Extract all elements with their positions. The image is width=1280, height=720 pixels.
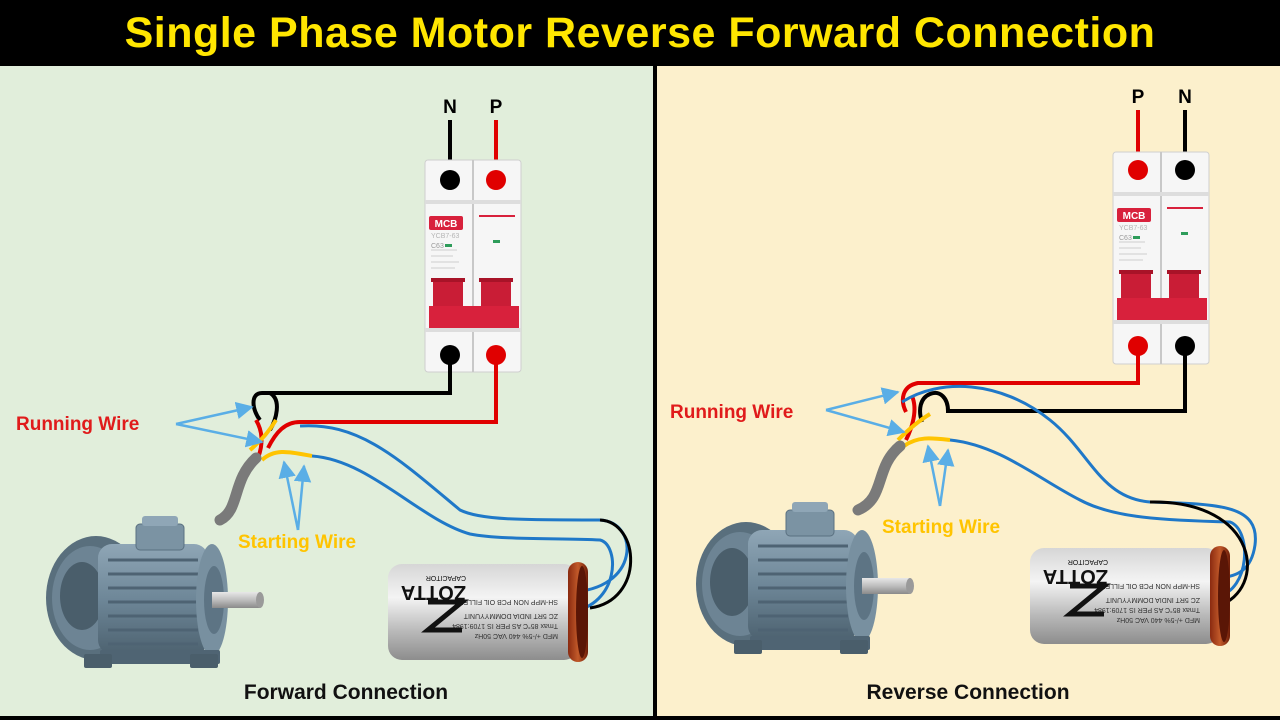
zotta-logo-icon: [1063, 583, 1111, 617]
capacitor-spec-3: ZC 5RT INDIA DOMMYYUNIT: [463, 612, 558, 619]
capacitor-brand: ZOTTA: [1043, 565, 1108, 587]
terminal-bottom-neutral: [1175, 336, 1195, 356]
running-arrow-1: [175, 401, 254, 426]
terminal-bottom-phase: [1128, 336, 1148, 356]
starting-wire-label: Starting Wire: [238, 532, 356, 553]
terminal-top-phase: [1128, 160, 1148, 180]
terminal-label-n: N: [1178, 87, 1192, 108]
capacitor-wire-2: [949, 438, 1247, 598]
neutral-wire: [918, 351, 1187, 423]
mcb-model: YCB7-63: [431, 233, 460, 240]
starting-arrow-1: [922, 444, 942, 507]
running-wire-label: Running Wire: [670, 402, 793, 423]
panel-divider: [653, 66, 657, 720]
motor-cable: [852, 440, 906, 516]
terminal-label-p: P: [490, 97, 503, 118]
capacitor-spec-4: SH-MPP NON PCB OIL FILLED: [1100, 582, 1200, 589]
starting-arrow-2: [937, 448, 955, 507]
capacitor-spec-2: Tmax 85°C AS PER IS 1709:1984: [1094, 606, 1200, 614]
terminal-label-n: N: [443, 97, 457, 118]
zotta-logo-icon: [421, 599, 469, 633]
capacitor-wire-1: [299, 424, 629, 594]
capacitor-subtitle: CAPACITOR: [426, 574, 466, 581]
running-arrow-2: [175, 422, 264, 448]
neutral-wire: [251, 360, 452, 422]
capacitor-spec-2: Tmax 85°C AS PER IS 1709:1984: [452, 622, 558, 630]
mcb-breaker: MCB YCB7-63 C63: [1112, 151, 1210, 365]
capacitor-spec-3: ZC 5RT INDIA DOMMYYUNIT: [1105, 596, 1200, 603]
mcb-breaker: MCB YCB7-63 C63: [424, 159, 522, 373]
mcb-badge: MCB: [435, 219, 458, 230]
starting-wire-label: Starting Wire: [882, 517, 1000, 538]
capacitor: MFD +/-5% 440 VAC 50Hz Tmax 85°C AS PER …: [1030, 546, 1230, 646]
mcb-rating: C63: [431, 243, 444, 250]
terminal-label-p: P: [1132, 87, 1145, 108]
terminal-bottom-neutral: [440, 345, 460, 365]
page-title: Single Phase Motor Reverse Forward Conne…: [124, 9, 1156, 57]
motor-cable: [214, 452, 262, 526]
mcb-rating: C63: [1119, 235, 1132, 242]
capacitor-wire-1: [901, 384, 1257, 582]
mcb-model: YCB7-63: [1119, 225, 1148, 232]
mcb-badge: MCB: [1123, 211, 1146, 222]
capacitor-wire-2: [311, 454, 614, 614]
reverse-caption: Reverse Connection: [866, 681, 1069, 704]
phase-wire: [900, 351, 1140, 413]
forward-diagram: N P MCB YCB7-63 C63: [16, 97, 633, 704]
capacitor-subtitle: CAPACITOR: [1068, 558, 1108, 565]
reverse-diagram: P N MCB YCB7-63 C63 Runn: [670, 87, 1257, 704]
terminal-top-neutral: [1175, 160, 1195, 180]
running-arrow-2: [825, 408, 906, 437]
capacitor-spec-4: SH-MPP NON PCB OIL FILLED: [458, 598, 558, 605]
title-bar: Single Phase Motor Reverse Forward Conne…: [0, 0, 1280, 66]
capacitor-spec-1: MFD +/-5% 440 VAC 50Hz: [1116, 616, 1200, 623]
running-arrow-1: [825, 387, 900, 412]
capacitor: MFD +/-5% 440 VAC 50Hz Tmax 85°C AS PER …: [388, 562, 588, 662]
capacitor-spec-1: MFD +/-5% 440 VAC 50Hz: [474, 632, 558, 639]
terminal-top-phase: [486, 170, 506, 190]
forward-caption: Forward Connection: [244, 681, 448, 704]
starting-arrow-1: [278, 460, 300, 531]
running-wire-label: Running Wire: [16, 414, 139, 435]
terminal-top-neutral: [440, 170, 460, 190]
capacitor-brand: ZOTTA: [401, 581, 466, 603]
starting-arrow-2: [293, 464, 312, 531]
terminal-bottom-phase: [486, 345, 506, 365]
phase-wire: [266, 360, 498, 449]
